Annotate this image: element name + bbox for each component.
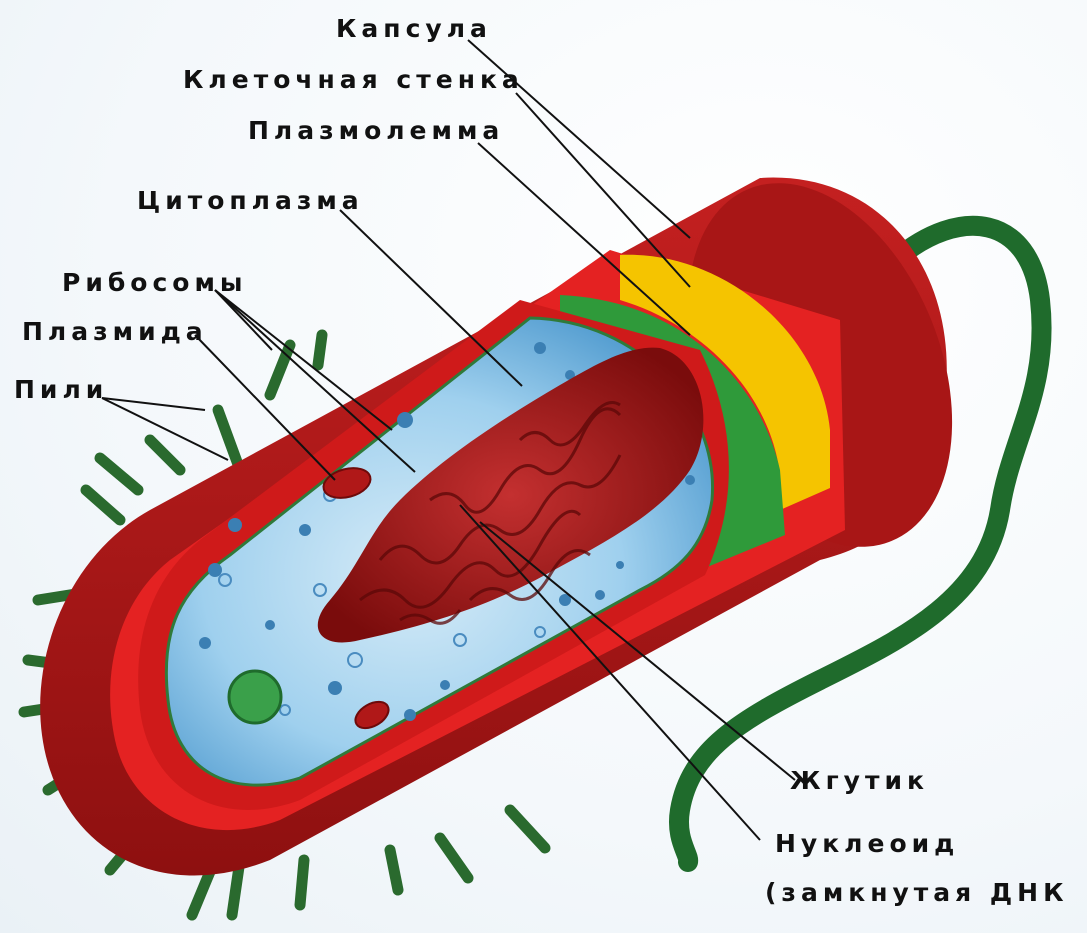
label-plasma-membrane: Плазмолемма [248,116,504,145]
label-cytoplasm: Цитоплазма [137,186,364,215]
storage-granule [229,671,281,723]
label-nucleoid: Нуклеоид [775,829,959,858]
label-cell-wall: Клеточная стенка [183,65,524,94]
label-nucleoid-note: (замкнутая ДНК [765,878,1069,907]
label-plasmid: Плазмида [22,317,208,346]
label-pili: Пили [14,375,108,404]
label-capsule: Капсула [336,14,492,43]
label-ribosomes: Рибосомы [62,268,248,297]
label-flagellum: Жгутик [790,766,929,795]
